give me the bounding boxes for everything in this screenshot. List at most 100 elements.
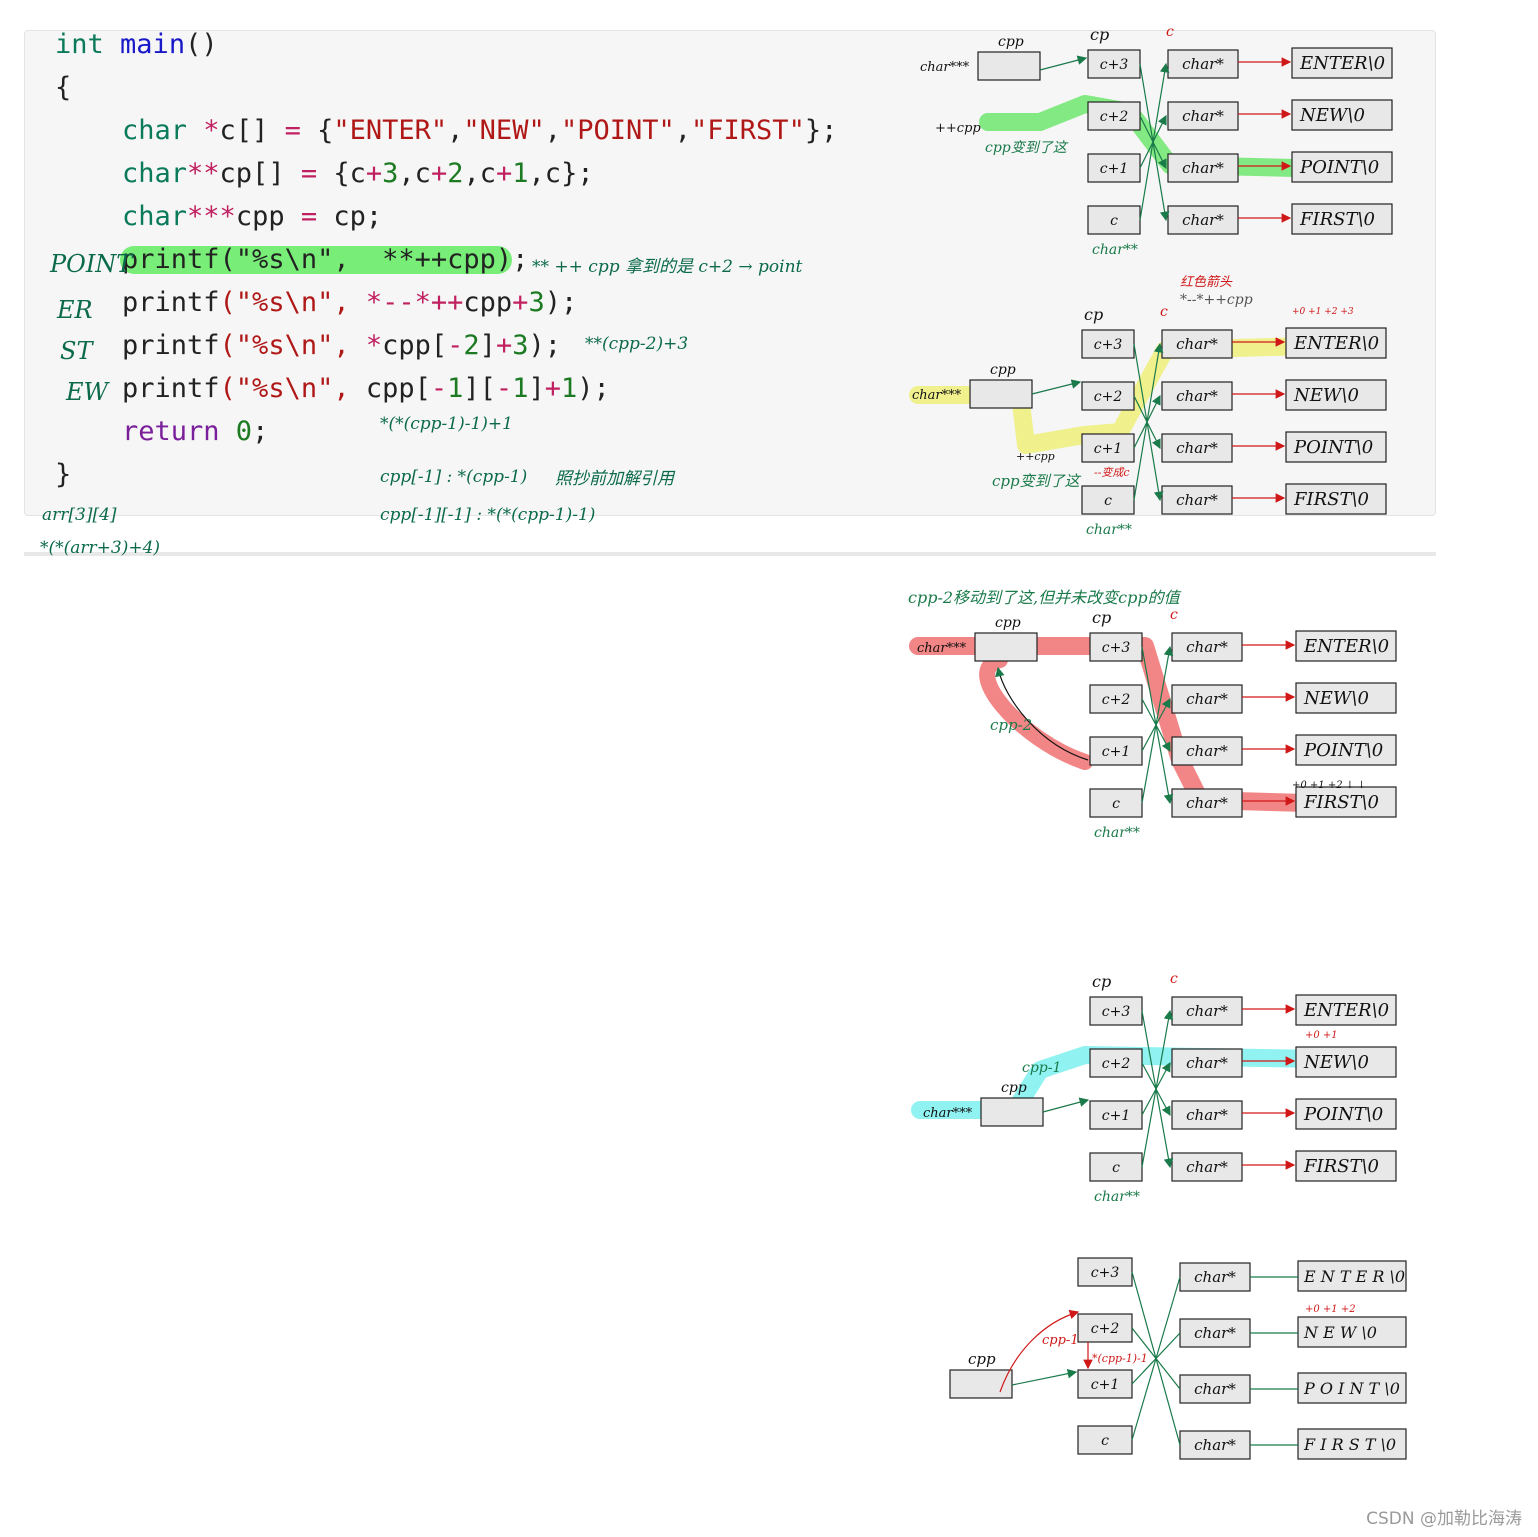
d5-c-text-2: char* (1194, 1380, 1236, 1398)
d3-str-text-0: ENTER\0 (1303, 636, 1389, 657)
d3-cp-to-c-0 (1141, 646, 1174, 805)
d4-c-text-1: char* (1186, 1054, 1228, 1072)
d4-str-text-2: POINT\0 (1303, 1104, 1383, 1125)
d4-cp-to-c-3 (1141, 1009, 1174, 1168)
d5-arc-label: cpp-1 (1042, 1333, 1079, 1348)
d4-cp-type: char** (1094, 1189, 1140, 1205)
d5-cp-text-2: c+1 (1091, 1377, 1119, 1393)
d4-cp-box-2 (1089, 1100, 1143, 1130)
d5-str-box-2 (1297, 1372, 1407, 1404)
d3-c-text-0: char* (1186, 638, 1228, 656)
output-1: POINT (50, 250, 133, 278)
watermark: CSDN @加勒比海涛 (1366, 1509, 1522, 1529)
d5-cp-to-c-2 (1131, 1332, 1181, 1385)
d4-str-box-0 (1295, 994, 1397, 1026)
d5-cpp-box (949, 1369, 1013, 1399)
d3-c-box-1 (1171, 684, 1243, 714)
d4-cp-text-1: c+2 (1102, 1056, 1131, 1072)
d5-str-text-1: N E W \0 (1303, 1323, 1377, 1342)
d5-cpp-label: cpp (968, 1350, 996, 1368)
d3-cpp-box (974, 632, 1038, 662)
d5-cp-box-2 (1077, 1369, 1133, 1399)
d3-cp-text-1: c+2 (1102, 692, 1131, 708)
code-line-4: char**cp[] = {c+3,c+2,c+1,c}; (122, 158, 594, 189)
d3-cp-text-0: c+3 (1102, 640, 1131, 656)
code-line-9: printf("%s\n", cpp[-1][-1]+1); (122, 373, 610, 404)
highlight-d3-main (909, 637, 1389, 814)
d3-cp-box-1 (1089, 684, 1143, 714)
code-line-7: printf("%s\n", *--*++cpp+3); (122, 287, 578, 318)
d3-cpp-type: char*** (917, 641, 967, 656)
code-line-6: printf("%s\n", **++cpp); (122, 244, 529, 275)
separator (24, 552, 1436, 556)
d5-cp-box-3 (1077, 1425, 1133, 1455)
note-2: **(cpp-2)+3 (585, 334, 689, 354)
note-3: *(*(cpp-1)-1)+1 (380, 414, 513, 434)
d5-c-text-3: char* (1194, 1436, 1236, 1454)
d4-offsets: +0 +1 (1305, 1030, 1338, 1041)
d3-cp-box-0 (1089, 632, 1143, 662)
d4-cp-text-0: c+3 (1102, 1004, 1131, 1020)
d3-arc-arrow (995, 666, 1089, 761)
d5-offsets: +0 +1 +2 (1305, 1304, 1356, 1315)
d2-cp-type: char** (1086, 522, 1132, 538)
d3-c-box-3 (1171, 788, 1243, 818)
d4-cp-to-c-1 (1141, 1062, 1171, 1117)
code-line-2: { (55, 72, 72, 103)
d5-c-box-3 (1179, 1430, 1251, 1460)
code-line-5: char***cpp = cp; (122, 201, 383, 232)
note-5: 照抄前加解引用 (555, 469, 674, 489)
d5-str-text-0: E N T E R \0 (1303, 1267, 1405, 1286)
d4-cp-text-2: c+1 (1102, 1108, 1130, 1124)
code-line-8: printf("%s\n", *cpp[-2]+3); (122, 330, 561, 361)
d3-c-label: c (1170, 607, 1178, 623)
note-8: *(*(arr+3)+4) (40, 538, 161, 558)
d4-cp-text-3: c (1112, 1160, 1120, 1176)
d4-cpp-box (980, 1097, 1044, 1127)
d3-cp-label: cp (1092, 608, 1111, 627)
code-line-1: int main() (55, 29, 218, 60)
d4-cp-box-0 (1089, 996, 1143, 1026)
d5-cp-text-0: c+3 (1091, 1265, 1120, 1281)
d4-cp-to-c-2 (1141, 1061, 1171, 1116)
note-4: cpp[-1] : *(cpp-1) (380, 467, 528, 487)
d4-c-text-3: char* (1186, 1158, 1228, 1176)
d4-c-label: c (1170, 971, 1178, 987)
d4-c-box-0 (1171, 996, 1243, 1026)
d5-c-box-2 (1179, 1374, 1251, 1404)
d3-cpp-label: cpp (995, 615, 1021, 631)
d4-arc-label: cpp-1 (1022, 1060, 1061, 1076)
note-7: arr[3][4] (42, 505, 117, 525)
d5-cp-box-1 (1077, 1313, 1133, 1343)
d4-cpp-label: cpp (1001, 1080, 1027, 1096)
d3-cp-to-c-3 (1141, 645, 1174, 804)
d3-cp-to-c-1 (1141, 698, 1171, 753)
d4-cp-box-1 (1089, 1048, 1143, 1078)
highlight-printf-line (120, 246, 512, 274)
highlight-d4 (911, 1046, 1389, 1119)
d3-title: cpp-2移动到了这,但并未改变cpp的值 (908, 588, 1182, 607)
d5-str-box-1 (1297, 1316, 1407, 1348)
d4-cpp-type: char*** (923, 1106, 973, 1121)
d5-str-box-0 (1297, 1260, 1407, 1292)
code-line-3: char *c[] = {"ENTER","NEW","POINT","FIRS… (122, 115, 838, 146)
d3-c-box-0 (1171, 632, 1243, 662)
d4-cp-box-3 (1089, 1152, 1143, 1182)
d3-str-box-0 (1295, 630, 1397, 662)
d5-cp-text-3: c (1101, 1433, 1109, 1449)
d3-arc-label: cpp-2 (990, 716, 1032, 734)
d4-str-text-3: FIRST\0 (1303, 1156, 1379, 1177)
note-6: cpp[-1][-1] : *(*(cpp-1)-1) (380, 505, 596, 525)
code-line-11: } (55, 459, 72, 490)
d5-cp-to-c-1 (1131, 1327, 1181, 1390)
d3-c-text-2: char* (1186, 742, 1228, 760)
d3-cp-type: char** (1094, 825, 1140, 841)
output-2: ER (57, 296, 93, 324)
d3-cp-to-c-2 (1141, 697, 1171, 752)
d5-cpp-arrow (1011, 1368, 1078, 1386)
note-1: ** ++ cpp 拿到的是 c+2 → point (532, 257, 803, 277)
d5-cp-to-c-3 (1131, 1276, 1181, 1441)
d3-str-box-1 (1295, 682, 1397, 714)
d5-str-text-3: F I R S T \0 (1303, 1435, 1396, 1454)
d3-cp-box-3 (1089, 788, 1143, 818)
